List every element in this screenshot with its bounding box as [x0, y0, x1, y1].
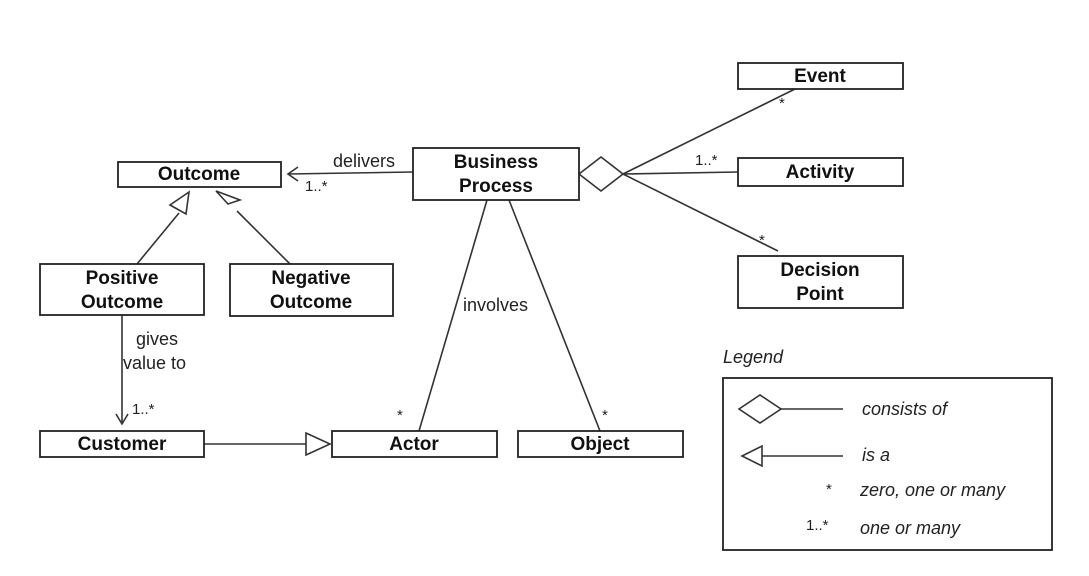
event-box[interactable]: Event — [737, 62, 904, 90]
actor-label: Actor — [389, 434, 439, 455]
customer-box[interactable]: Customer — [39, 430, 205, 458]
negative-outcome-box[interactable]: Negative Outcome — [229, 263, 394, 317]
negative-isa-triangle — [215, 190, 243, 205]
legend-one-symbol: 1..* — [806, 517, 829, 534]
object-box[interactable]: Object — [517, 430, 684, 458]
business-process-label-line2: Process — [459, 176, 533, 197]
multiplicity-outcome: 1..* — [305, 178, 328, 195]
positive-isa-triangle — [168, 190, 191, 216]
multiplicity-object: * — [602, 407, 608, 424]
gives-value-label-line1: gives — [136, 329, 178, 349]
multiplicity-decision: * — [759, 232, 765, 249]
business-process-label-line1: Business — [454, 152, 538, 173]
multiplicity-actor: * — [397, 407, 403, 424]
positive-outcome-label-line2: Outcome — [81, 292, 163, 313]
activity-label: Activity — [786, 162, 855, 183]
edges — [121, 88, 796, 445]
legend-title: Legend — [723, 347, 784, 367]
gives-value-arrowhead — [115, 413, 129, 426]
edge-involves-object — [508, 199, 601, 432]
edge-bp-activity — [622, 171, 739, 175]
outcome-box[interactable]: Outcome — [117, 161, 282, 188]
positive-outcome-box[interactable]: Positive Outcome — [39, 263, 205, 316]
decision-point-box[interactable]: Decision Point — [737, 255, 904, 309]
positive-outcome-label-line1: Positive — [86, 268, 159, 289]
legend-is-a: is a — [862, 445, 890, 465]
customer-actor-triangle — [305, 431, 332, 457]
legend-zero-symbol: * — [826, 481, 832, 498]
edge-involves-actor — [418, 199, 488, 432]
edge-bp-decision — [622, 173, 779, 252]
delivers-label: delivers — [333, 151, 395, 171]
edge-delivers — [287, 171, 414, 175]
legend: Legend consists of is a * zero, one or m… — [722, 347, 1053, 551]
edge-markers — [115, 155, 625, 457]
event-label: Event — [794, 66, 846, 87]
business-process-box[interactable]: Business Process — [412, 147, 580, 201]
delivers-arrowhead — [286, 166, 299, 182]
legend-zero-one-many: zero, one or many — [859, 480, 1006, 500]
object-label: Object — [570, 434, 630, 455]
negative-outcome-label-line1: Negative — [271, 268, 350, 289]
customer-label: Customer — [78, 434, 167, 455]
outcome-label: Outcome — [158, 164, 240, 185]
gives-value-label-line2: value to — [123, 353, 186, 373]
negative-outcome-label-line2: Outcome — [270, 292, 352, 313]
edge-positive-isa — [136, 212, 180, 265]
multiplicity-event: * — [779, 95, 785, 112]
decision-point-label-line2: Point — [796, 284, 844, 305]
legend-consists-of: consists of — [862, 399, 949, 419]
activity-box[interactable]: Activity — [737, 157, 904, 187]
edge-bp-event — [622, 88, 796, 175]
multiplicity-activity: 1..* — [695, 152, 718, 169]
involves-label: involves — [463, 295, 528, 315]
multiplicity-customer: 1..* — [132, 401, 155, 418]
composition-diamond — [577, 155, 625, 193]
legend-one-or-many: one or many — [860, 518, 961, 538]
actor-box[interactable]: Actor — [331, 430, 498, 458]
edge-negative-isa — [236, 210, 291, 265]
decision-point-label-line1: Decision — [780, 260, 859, 281]
